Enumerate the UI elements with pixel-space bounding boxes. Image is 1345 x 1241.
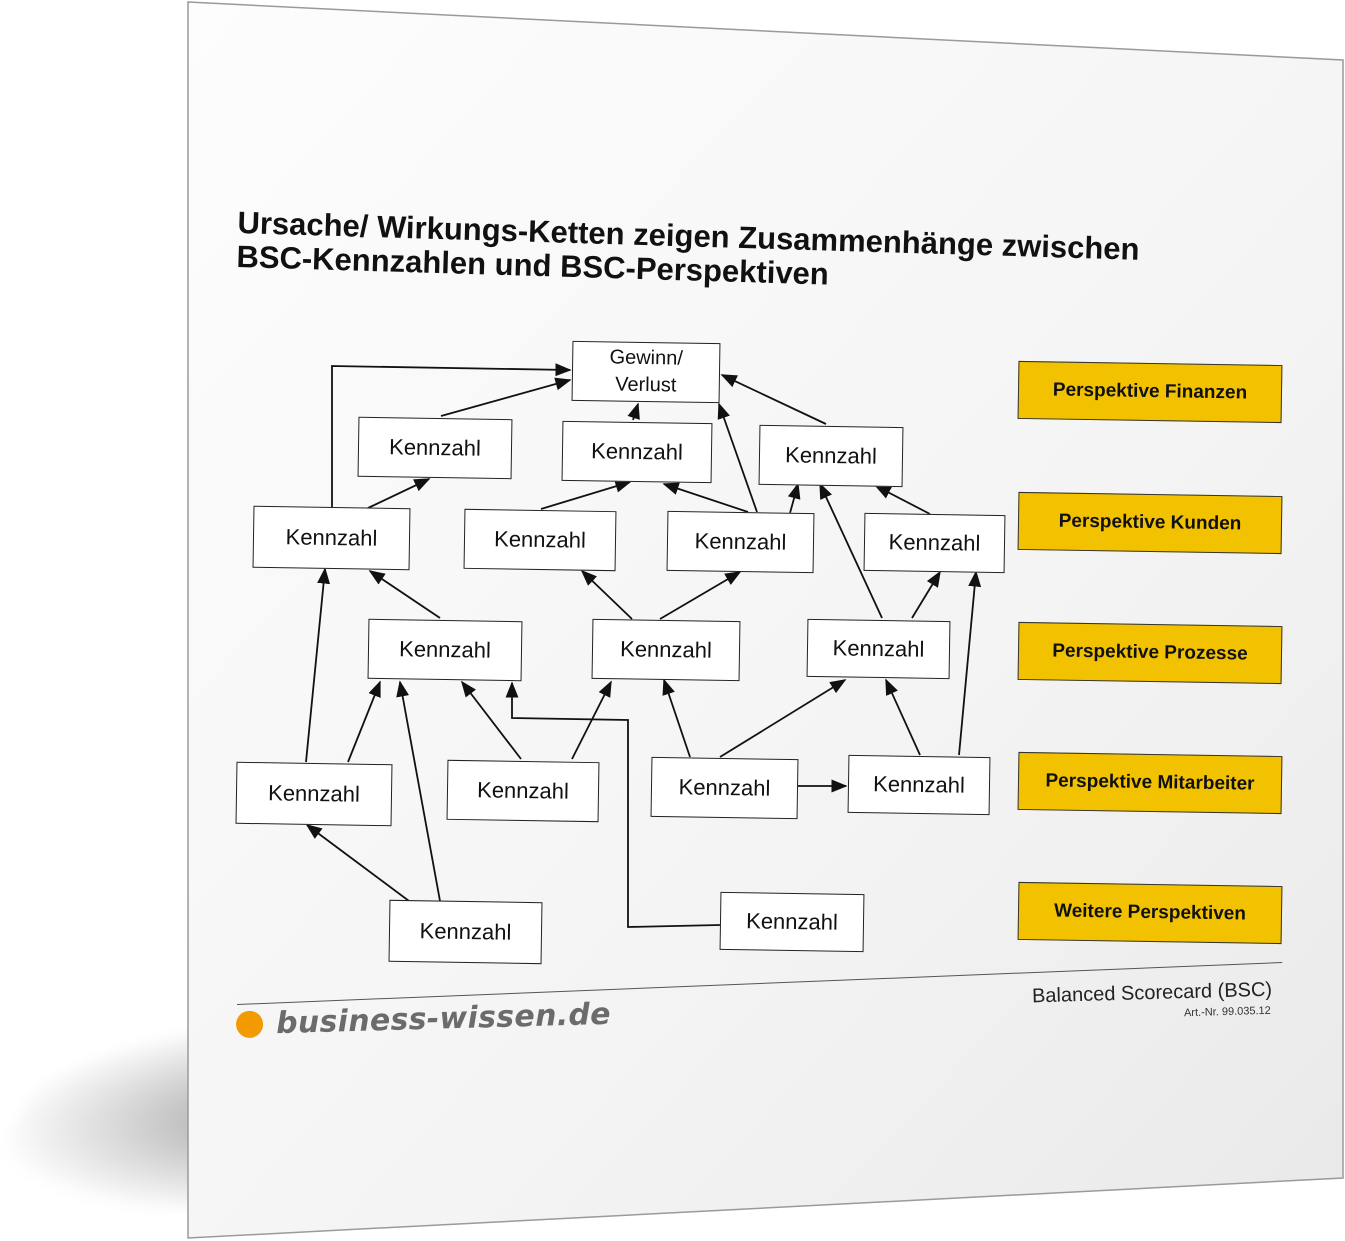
arrow-2 [627, 402, 640, 421]
arrow-5 [540, 480, 632, 510]
node-kennzahl-staff-3: Kennzahl [650, 756, 799, 820]
node-kennzahl-other-2: Kennzahl [719, 891, 865, 953]
node-kennzahl-process-3: Kennzahl [806, 618, 951, 680]
logo-dot-icon [235, 1010, 264, 1039]
arrow-25 [396, 680, 441, 902]
arrow-20 [719, 679, 847, 758]
arrow-13 [819, 482, 883, 619]
node-kennzahl-finance-1: Kennzahl [357, 416, 513, 480]
node-kennzahl-finance-3: Kennzahl [758, 424, 904, 488]
node-kennzahl-process-2: Kennzahl [591, 618, 741, 682]
arrow-24 [305, 824, 410, 902]
arrow-19 [662, 678, 691, 758]
node-kennzahl-customer-2: Kennzahl [463, 508, 617, 572]
gewinn-label: Gewinn/ [609, 346, 684, 370]
arrow-17 [461, 680, 522, 760]
arrow-14 [911, 570, 941, 619]
arrow-1 [440, 377, 572, 417]
cause-effect-arrows [305, 363, 982, 928]
perspective-finance: Perspektive Finanzen [1017, 360, 1283, 424]
node-kennzahl-customer-4: Kennzahl [863, 512, 1006, 574]
arrow-15 [305, 567, 331, 763]
perspective-processes: Perspektive Prozesse [1017, 621, 1283, 685]
perspective-employees: Perspektive Mitarbeiter [1017, 751, 1283, 815]
elbow-arrow-1 [331, 363, 572, 507]
arrow-3 [720, 374, 827, 425]
node-gewinn-verlust: Gewinn/ Verlust [571, 340, 721, 404]
node-kennzahl-finance-2: Kennzahl [561, 420, 713, 484]
arrow-10 [368, 570, 441, 619]
verlust-label: Verlust [615, 373, 677, 397]
arrow-22 [958, 570, 982, 756]
node-kennzahl-customer-3: Kennzahl [666, 510, 815, 574]
arrow-18 [571, 680, 612, 760]
arrow-16 [347, 680, 381, 763]
node-kennzahl-other-1: Kennzahl [388, 899, 543, 965]
node-kennzahl-process-1: Kennzahl [367, 618, 523, 682]
perspective-other: Weitere Perspektiven [1017, 881, 1283, 945]
arrow-9 [874, 485, 931, 515]
node-kennzahl-customer-1: Kennzahl [252, 505, 411, 571]
node-kennzahl-staff-1: Kennzahl [235, 761, 393, 827]
arrow-6 [662, 482, 749, 513]
node-kennzahl-staff-4: Kennzahl [847, 754, 991, 816]
arrow-11 [580, 569, 633, 620]
arrow-7 [717, 402, 758, 513]
elbow-arrow-2 [505, 681, 721, 928]
arrow-12 [659, 571, 742, 620]
perspective-customers: Perspektive Kunden [1017, 491, 1283, 555]
arrow-8 [787, 482, 801, 514]
article-number: Art.-Nr. 99.035.12 [1184, 1004, 1272, 1020]
node-kennzahl-staff-2: Kennzahl [446, 759, 600, 823]
paper-page [187, 1, 1344, 1239]
arrow-4 [367, 478, 431, 509]
arrow-21 [885, 678, 921, 756]
